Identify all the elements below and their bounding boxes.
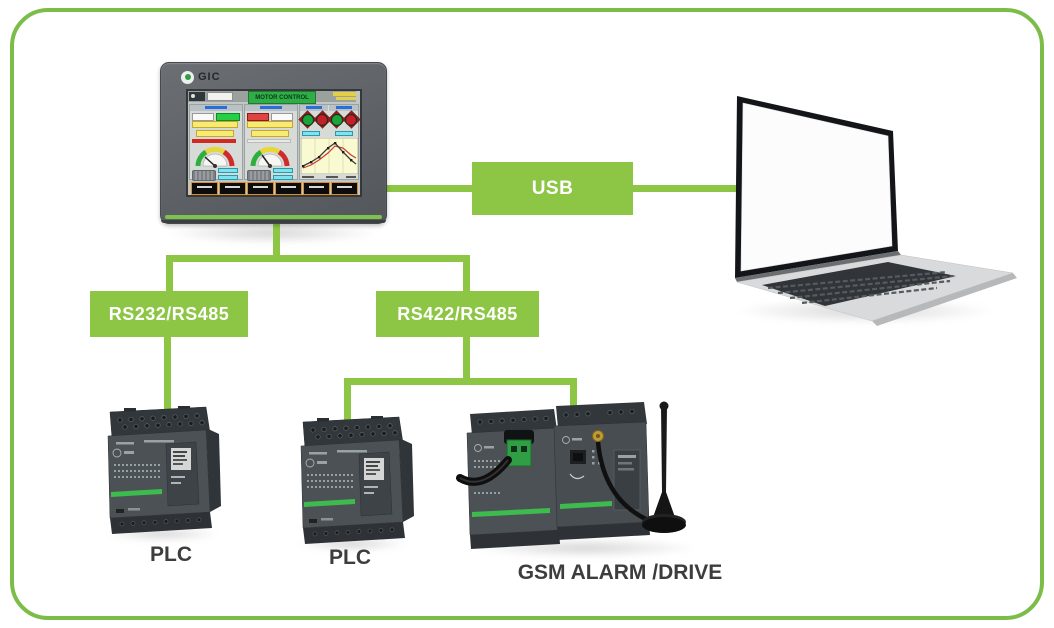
gic-logo-icon xyxy=(181,70,194,84)
level-bar xyxy=(192,139,236,143)
screen-menu-button xyxy=(247,182,274,195)
branch-label-rs232-rs485: RS232/RS485 xyxy=(90,291,248,337)
connector-plc1-drop xyxy=(164,336,171,416)
screen-logo-chip xyxy=(189,92,205,101)
gauge-icon xyxy=(195,146,235,168)
screen-status-text-line xyxy=(333,92,356,96)
screen-white-chip xyxy=(207,92,233,101)
connector-left-drop xyxy=(166,255,173,293)
usb-connection-label: USB xyxy=(472,162,633,215)
laptop xyxy=(735,96,1017,326)
plc-device-1 xyxy=(107,406,222,535)
gic-brand-text: GIC xyxy=(198,71,221,83)
gsm-device xyxy=(456,401,686,549)
run-indicator xyxy=(216,113,240,121)
motor-icon xyxy=(192,170,216,181)
start-button-icon xyxy=(330,113,343,126)
start-button-icon xyxy=(301,113,314,126)
plc-device-2 xyxy=(300,416,415,545)
screen-menu-button xyxy=(191,182,218,195)
screen-menu-button xyxy=(275,182,302,195)
connector-mid-drop xyxy=(463,336,470,380)
hmi-reflection xyxy=(165,222,380,244)
hmi-screen: MOTOR CONTROL xyxy=(186,89,362,197)
screen-menu-button xyxy=(219,182,246,195)
hmi-green-strip xyxy=(165,215,382,219)
gsm-label: GSM ALARM /DRIVE xyxy=(517,561,723,584)
stop-button-icon xyxy=(345,113,357,126)
screen-status-text-line xyxy=(336,97,356,100)
gauge-icon xyxy=(250,146,290,168)
screen-title: MOTOR CONTROL xyxy=(248,91,316,104)
plc2-label: PLC xyxy=(329,546,371,569)
connector-hmi-drop xyxy=(273,222,280,262)
connector-gsm-drop xyxy=(570,378,577,420)
branch-label-rs422-rs485: RS422/RS485 xyxy=(376,291,539,337)
stop-button-icon xyxy=(316,113,328,126)
connector-sub-horizontal xyxy=(344,378,577,385)
screen-menu-button xyxy=(331,182,358,195)
screen-menu-button xyxy=(303,182,330,195)
motor-icon xyxy=(247,170,271,181)
gic-logo: GIC xyxy=(181,69,221,85)
gsm-antenna-icon xyxy=(642,401,686,533)
connector-branch-horizontal xyxy=(166,255,470,262)
stop-indicator xyxy=(247,113,269,121)
connector-plc2-drop xyxy=(344,378,351,426)
connector-right-drop xyxy=(463,255,470,293)
trend-chart xyxy=(301,138,358,174)
hmi-device: GIC MOTOR CONTROL xyxy=(160,62,387,224)
rounded-border-frame xyxy=(10,8,1044,620)
plc1-label: PLC xyxy=(150,543,192,566)
